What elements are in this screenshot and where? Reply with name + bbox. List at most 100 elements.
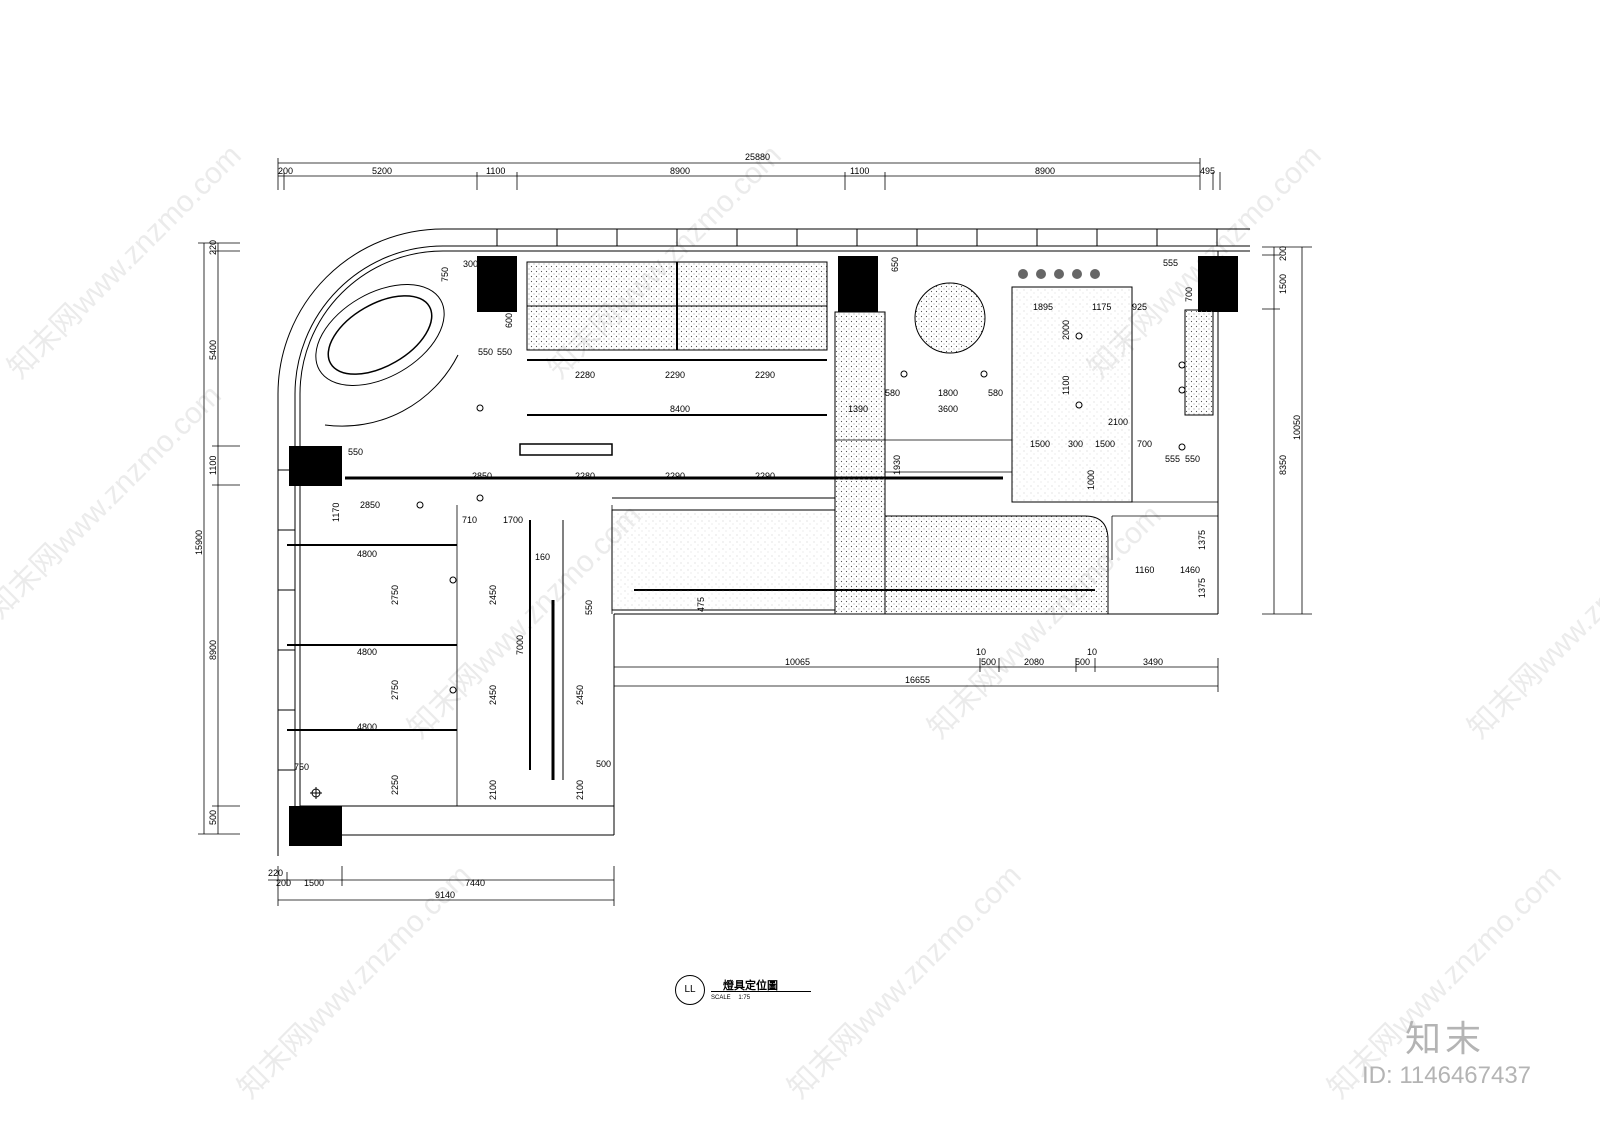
dim-inner: 550	[1185, 454, 1200, 464]
dim-inner: 2450	[575, 685, 585, 705]
dim-inner: 8400	[670, 404, 690, 414]
title-underline	[711, 991, 811, 992]
dim-right: 200	[1278, 246, 1288, 261]
dim-inner: 1500	[1030, 439, 1050, 449]
drawing-title: 燈具定位圖	[723, 979, 778, 992]
dim-inner: 650	[890, 257, 900, 272]
dim-lower-right: 500	[981, 657, 996, 667]
dim-inner: 2000	[1061, 320, 1071, 340]
dim-inner: 710	[462, 515, 477, 525]
dim-inner: 1170	[331, 503, 341, 522]
dim-top-seg: 200	[278, 166, 293, 176]
image-id-label: ID: 1146467437	[1362, 1062, 1532, 1089]
dim-inner: 2250	[390, 775, 400, 795]
dim-lower-right-overall: 16655	[905, 675, 930, 685]
dim-right: 10050	[1292, 415, 1302, 440]
dim-right: 8350	[1278, 455, 1288, 475]
dim-inner: 600	[504, 313, 514, 328]
dim-left: 5400	[208, 340, 218, 360]
dim-inner: 7000	[515, 635, 525, 655]
structural-columns	[289, 256, 1238, 846]
dim-inner: 2100	[575, 780, 585, 800]
dim-top-seg: 1100	[486, 166, 505, 176]
dim-inner: 2280	[575, 471, 595, 481]
dim-left: 500	[208, 810, 218, 825]
bottom-dimension-chain	[268, 866, 615, 906]
top-dimension-chain	[277, 158, 1221, 190]
dim-inner: 1000	[1086, 470, 1096, 490]
dim-inner: 1375	[1197, 530, 1207, 550]
dim-bottom: 1500	[304, 878, 324, 888]
dim-right: 1500	[1278, 274, 1288, 294]
dim-inner: 2100	[488, 780, 498, 800]
dim-left: 8900	[208, 640, 218, 660]
dim-inner: 555	[1163, 258, 1178, 268]
oval-ceiling-feature	[315, 284, 459, 427]
watermark-text: 知末网www.znzmo.com	[782, 859, 1028, 1105]
watermark-text: 知末网www.znzmo.com	[402, 499, 648, 745]
dim-inner: 580	[988, 388, 1003, 398]
dim-inner: 580	[885, 388, 900, 398]
dim-left: 220	[208, 240, 218, 255]
watermark-text: 知末网www.znzmo.com	[1462, 499, 1600, 745]
dim-inner: 1160	[1135, 565, 1154, 575]
dim-lower-right: 3490	[1143, 657, 1163, 667]
dim-top-seg: 1100	[850, 166, 869, 176]
dim-inner: 700	[1184, 287, 1194, 302]
dim-inner: 550	[584, 600, 594, 615]
dim-inner: 2450	[488, 585, 498, 605]
brand-watermark: 知末	[1405, 1019, 1486, 1060]
dim-inner: 2450	[488, 685, 498, 705]
dim-inner: 3600	[938, 404, 958, 414]
dim-inner: 1930	[892, 455, 902, 475]
dim-top-seg: 5200	[372, 166, 392, 176]
dim-inner: 1100	[1061, 376, 1071, 395]
dim-lower-right: 10065	[785, 657, 810, 667]
light-fixtures	[310, 332, 1186, 799]
dim-inner: 2100	[1108, 417, 1128, 427]
left-dimension-chain	[198, 242, 240, 835]
watermark-text: 知末网www.znzmo.com	[0, 379, 228, 625]
dim-inner: 700	[1137, 439, 1152, 449]
dim-inner: 750	[440, 267, 450, 282]
dim-bottom: 7440	[465, 878, 485, 888]
dim-inner: 2750	[390, 680, 400, 700]
dim-inner: 300	[1068, 439, 1083, 449]
dim-inner: 1895	[1033, 302, 1053, 312]
dim-lower-right: 2080	[1024, 657, 1044, 667]
dim-inner: 300	[463, 259, 478, 269]
dim-inner: 1390	[848, 404, 868, 414]
dim-inner: 550	[478, 347, 493, 357]
internal-partitions	[456, 287, 1218, 806]
dim-inner: 2750	[390, 585, 400, 605]
dim-bottom: 200	[276, 878, 291, 888]
scale-label: SCALE	[711, 995, 731, 1001]
dim-inner: 925	[1132, 302, 1147, 312]
dim-inner: 2280	[575, 370, 595, 380]
dim-inner: 1375	[1197, 578, 1207, 598]
dim-inner: 555	[1165, 454, 1180, 464]
dim-lower-right: 10	[976, 647, 986, 657]
dim-inner: 1800	[938, 388, 958, 398]
dim-top-seg: 8900	[1035, 166, 1055, 176]
dim-bottom: 220	[268, 868, 283, 878]
dim-top-seg: 495	[1200, 166, 1215, 176]
right-dimension-chain	[1262, 246, 1312, 615]
dim-inner: 4800	[357, 722, 377, 732]
dim-inner: 2290	[665, 471, 685, 481]
dim-inner: 4800	[357, 647, 377, 657]
dim-inner: 500	[596, 759, 611, 769]
dim-overall-width: 25880	[745, 152, 770, 162]
dim-inner: 550	[348, 447, 363, 457]
inner-dimensions: 300 750 600 550 550 650 2280 2290 2290 8…	[294, 257, 1207, 800]
dim-inner: 1175	[1092, 302, 1111, 312]
dim-inner: 2290	[755, 471, 775, 481]
ceiling-panel-row	[526, 261, 828, 351]
dim-inner: 1460	[1180, 565, 1200, 575]
scale-value: 1:75	[738, 995, 751, 1001]
corridor-ceiling	[611, 286, 1214, 615]
dim-inner: 750	[294, 762, 309, 772]
dim-inner: 1700	[503, 515, 523, 525]
dim-inner: 160	[535, 552, 550, 562]
dim-inner: 2290	[755, 370, 775, 380]
